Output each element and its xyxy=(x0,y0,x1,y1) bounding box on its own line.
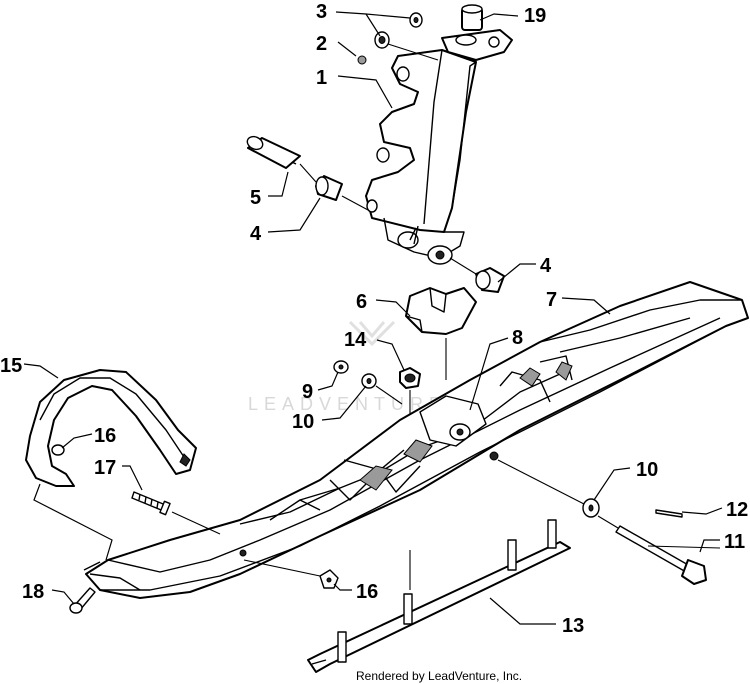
part-bolt-17[interactable] xyxy=(131,491,171,516)
watermark-text: LEADVENTURE xyxy=(248,394,447,414)
part-nut-2[interactable] xyxy=(357,55,367,65)
part-spacer-4-left[interactable] xyxy=(315,175,343,201)
part-pin-12[interactable] xyxy=(655,509,683,518)
part-washer-3-top[interactable] xyxy=(409,12,423,28)
axis-line-top xyxy=(387,43,439,61)
part-bolt-11[interactable] xyxy=(615,525,707,585)
callout-7[interactable]: 7 xyxy=(546,289,557,311)
callout-15[interactable]: 15 xyxy=(0,355,22,377)
callout-10-lower[interactable]: 10 xyxy=(636,459,658,481)
part-spacer-4-right[interactable] xyxy=(475,267,505,293)
bracket-loop xyxy=(33,483,113,561)
leader-lines xyxy=(23,11,723,625)
callout-4-left[interactable]: 4 xyxy=(250,223,262,245)
part-bolt-18[interactable] xyxy=(69,587,96,614)
callout-16-upper[interactable]: 16 xyxy=(94,425,116,447)
part-steering-bolt[interactable] xyxy=(441,4,513,61)
part-washer-10-lower[interactable] xyxy=(582,498,600,518)
callout-labels: 3 19 2 1 5 4 4 6 7 14 8 15 9 10 16 17 10… xyxy=(0,1,748,637)
axis-line-bushing xyxy=(299,163,369,211)
part-wearbar-13[interactable] xyxy=(307,519,571,673)
part-ski-7[interactable] xyxy=(83,281,749,599)
part-nut-14[interactable] xyxy=(399,367,421,389)
callout-10-upper[interactable]: 10 xyxy=(292,411,314,433)
axis-line-nut-16 xyxy=(243,559,321,577)
callout-3[interactable]: 3 xyxy=(316,1,327,23)
callout-2[interactable]: 2 xyxy=(316,33,327,55)
render-credit: Rendered by LeadVenture, Inc. xyxy=(356,669,522,683)
callout-6[interactable]: 6 xyxy=(356,291,367,313)
watermark-logo: LEADVENTURE xyxy=(248,320,447,414)
callout-17[interactable]: 17 xyxy=(94,457,116,479)
callout-13[interactable]: 13 xyxy=(562,615,584,637)
part-damper-6[interactable] xyxy=(405,287,477,335)
callout-18[interactable]: 18 xyxy=(22,581,44,603)
callout-16-lower[interactable]: 16 xyxy=(356,581,378,603)
axis-line-spindle xyxy=(449,257,477,275)
callout-5[interactable]: 5 xyxy=(250,187,261,209)
part-washer-10-upper[interactable] xyxy=(361,373,377,389)
callout-4-right[interactable]: 4 xyxy=(540,255,552,277)
callout-19[interactable]: 19 xyxy=(524,5,546,27)
callout-14[interactable]: 14 xyxy=(344,329,367,351)
part-loop-15[interactable] xyxy=(25,369,197,487)
part-nut-9[interactable] xyxy=(333,360,349,374)
part-nut-16-lower[interactable] xyxy=(319,569,339,589)
axis-line-washer xyxy=(597,515,721,549)
axis-line-bolt-11 xyxy=(497,459,585,505)
callout-12[interactable]: 12 xyxy=(726,499,748,521)
axis-line-bolt-17 xyxy=(171,511,221,535)
part-bushing-5[interactable] xyxy=(245,134,301,169)
callout-1[interactable]: 1 xyxy=(316,67,327,89)
callout-11[interactable]: 11 xyxy=(724,531,745,553)
callout-8[interactable]: 8 xyxy=(512,327,523,349)
callout-9[interactable]: 9 xyxy=(302,381,313,403)
part-spindle[interactable] xyxy=(365,49,477,265)
part-washer-3-lower[interactable] xyxy=(374,31,390,49)
